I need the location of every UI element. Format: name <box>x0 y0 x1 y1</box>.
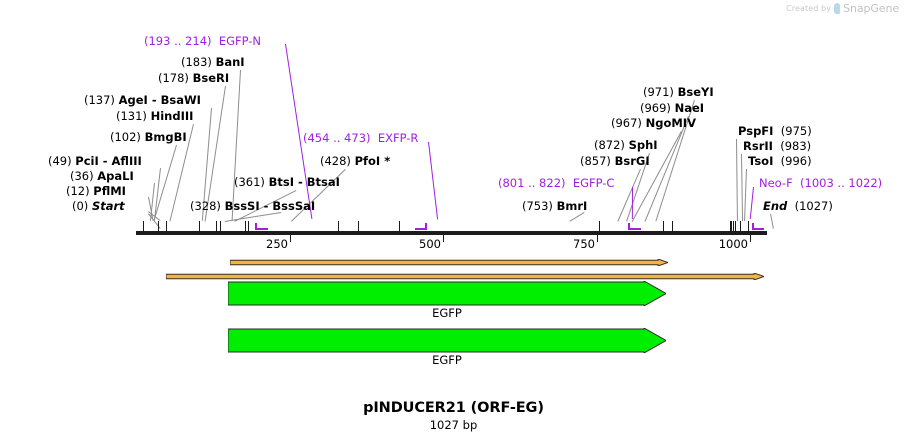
site-label-naei: (969) NaeI <box>640 101 705 115</box>
site-label-end: End (1027) <box>763 199 833 213</box>
watermark-brand: SnapGene <box>843 2 899 15</box>
feature-arrow-egfp-cds-1[interactable] <box>227 280 668 307</box>
cut-site-tick-naei <box>731 221 732 231</box>
ruler-tick <box>290 235 291 242</box>
site-label-pflmi: (12) PflMI <box>66 184 126 198</box>
cut-site-tick-pcii <box>166 221 167 231</box>
feature-arrow-shape <box>229 258 670 267</box>
site-label-ngomiv: (967) NgoMIV <box>611 116 696 130</box>
site-label-apali: (36) ApaLI <box>70 169 134 183</box>
ruler-tick-label-750: 750 <box>573 237 595 251</box>
snapgene-logo-icon <box>833 3 841 14</box>
cut-site-tick-agei <box>220 221 221 231</box>
map-footer: pINDUCER21 (ORF-EG) 1027 bp <box>0 400 907 432</box>
ruler-tick <box>750 235 751 242</box>
site-label-btsi: (361) BtsI - BtsaI <box>234 175 340 189</box>
feature-arrow-shape <box>227 280 668 307</box>
site-label-hindiii: (131) HindIII <box>116 109 194 123</box>
site-label-rsrii: RsrII (983) <box>743 139 812 153</box>
leader-line <box>153 145 177 222</box>
cut-site-tick-pspfi <box>735 221 736 231</box>
cut-site-tick-btsi <box>358 221 359 231</box>
leader-line <box>644 116 689 222</box>
plasmid-title: pINDUCER21 (ORF-EG) <box>363 400 544 416</box>
ruler-tick-label-500: 500 <box>419 237 441 251</box>
site-label-bsssi: (328) BssSI - BssSaI <box>190 199 316 213</box>
site-label-sphi: (872) SphI <box>594 138 658 152</box>
feature-arrow-shape <box>227 327 668 354</box>
leader-line <box>428 141 439 219</box>
cut-site-tick-pflmi <box>143 221 144 231</box>
site-label-bsrgi: (857) BsrGI <box>580 154 650 168</box>
ruler-baseline <box>136 231 767 235</box>
site-label-start: (0) Start <box>72 199 125 213</box>
feature-arrow-orf-lower[interactable] <box>165 265 766 281</box>
site-label-pfoi: (428) PfoI * <box>320 154 391 168</box>
leader-line <box>631 187 633 220</box>
site-label-bani: (183) BanI <box>181 55 245 69</box>
feature-arrow-orf-upper[interactable] <box>229 251 670 267</box>
cut-site-tick-bani <box>248 221 249 231</box>
cut-site-tick-rsrii <box>740 221 741 231</box>
primer-label-neo-f: Neo-F (1003 .. 1022) <box>759 176 883 190</box>
snapgene-watermark: Created by SnapGene <box>786 2 899 15</box>
primer-label-egfp-n: (193 .. 214) EGFP-N <box>144 34 262 48</box>
cut-site-tick-bseri <box>245 221 246 231</box>
cut-site-tick-pfoi <box>399 221 400 231</box>
cut-site-tick-ngomiv <box>730 221 731 231</box>
cut-site-tick-bmri <box>599 221 600 231</box>
site-label-agei: (137) AgeI - BsaWI <box>84 93 201 107</box>
primer-bracket-egfp-c <box>628 223 641 230</box>
primer-label-egfp-c: (801 .. 822) EGFP-C <box>498 176 615 190</box>
cut-site-tick-hindiii <box>216 221 217 231</box>
site-label-tsoi: TsoI (996) <box>748 154 812 168</box>
ruler-tick <box>597 235 598 242</box>
cut-site-tick-apali <box>158 221 159 231</box>
primer-bracket-exfp-r <box>415 223 427 230</box>
cut-site-tick-tsoi <box>748 221 749 231</box>
ruler-tick-label-1000: 1000 <box>718 237 748 251</box>
site-label-bseyi: (971) BseYI <box>643 85 714 99</box>
site-label-bmgbi: (102) BmgBI <box>110 130 187 144</box>
site-label-bmri: (753) BmrI <box>522 199 588 213</box>
primer-label-exfp-r: (454 .. 473) EXFP-R <box>303 131 419 145</box>
primer-bracket-neo-f <box>752 223 764 230</box>
leader-line <box>749 187 754 220</box>
ruler-tick <box>443 235 444 242</box>
site-label-pspfi: PspFI (975) <box>738 124 812 138</box>
cut-site-tick-bseyi <box>733 221 734 231</box>
primer-bracket-egfp-n <box>255 223 268 230</box>
site-label-pcii: (49) PciI - AflIII <box>48 154 142 168</box>
cut-site-tick-bmgbi <box>199 221 200 231</box>
leader-line <box>741 153 744 221</box>
leader-line <box>744 169 747 222</box>
cut-site-tick-bsssi <box>338 221 339 231</box>
feature-arrow-egfp-cds-2[interactable] <box>227 327 668 354</box>
watermark-prefix: Created by <box>786 4 832 13</box>
leader-line <box>736 138 738 221</box>
cut-site-tick-bsrgi <box>663 221 664 231</box>
ruler-tick-label-250: 250 <box>266 237 288 251</box>
leader-line <box>569 212 585 222</box>
cut-site-tick-sphi <box>672 221 673 231</box>
leader-line <box>770 213 774 229</box>
site-label-bseri: (178) BseRI <box>158 71 230 85</box>
feature-arrow-shape <box>165 272 766 281</box>
feature-label-egfp-cds-2: EGFP <box>432 353 462 367</box>
plasmid-size: 1027 bp <box>429 418 478 432</box>
feature-label-egfp-cds-1: EGFP <box>432 306 462 320</box>
